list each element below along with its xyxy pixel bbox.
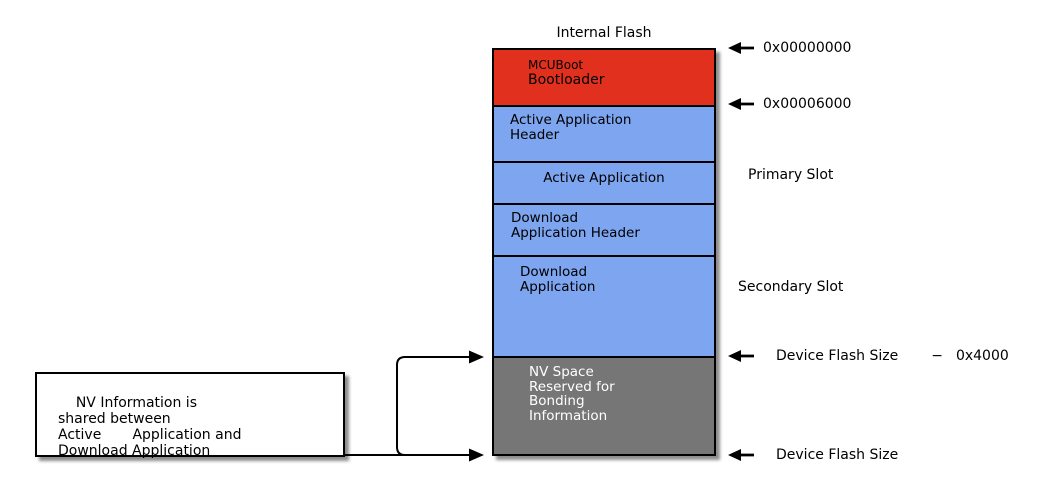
left-arrow-icon: [728, 350, 754, 362]
nv-note-box: NV Information is shared between Active …: [35, 372, 345, 459]
address-label: Device Flash Size: [776, 447, 899, 463]
section-label: Bootloader: [528, 72, 605, 88]
minus-operator: −: [931, 348, 943, 364]
section-mcuboot-bootloader: MCUBoot Bootloader: [494, 50, 714, 105]
section-label: Application: [520, 279, 596, 295]
section-active-application: Active Application: [494, 161, 714, 203]
offset-value: 0x4000: [955, 348, 1009, 364]
slot-label: Secondary Slot: [738, 279, 844, 295]
section-label: NV Space: [529, 364, 594, 380]
left-arrow-icon: [728, 98, 754, 110]
nv-note-text: NV Information is shared between Active …: [58, 395, 242, 459]
section-label: Information: [529, 407, 608, 424]
section-label: Application Header: [511, 225, 640, 241]
annotation-device-flash-size: Device Flash Size: [728, 445, 898, 465]
left-arrow-icon: [728, 42, 754, 54]
diagram-title: Internal Flash: [556, 25, 652, 41]
annotation-addr-0x00006000: 0x00006000: [728, 94, 851, 114]
annotation-device-flash-size-minus-0x4000: Device Flash Size − 0x4000: [728, 346, 1009, 366]
address-label: 0x00000000: [763, 40, 852, 56]
annotation-secondary-slot: Secondary Slot: [738, 277, 843, 297]
flash-memory-map: MCUBoot Bootloader Active Application He…: [492, 48, 716, 456]
connector-bracket-line: [396, 356, 469, 456]
right-arrowhead-icon: [469, 448, 484, 462]
annotation-addr-0x00000000: 0x00000000: [728, 38, 851, 58]
address-label: Device Flash Size: [776, 348, 899, 364]
address-label: 0x00006000: [763, 96, 852, 112]
section-label: MCUBoot: [528, 58, 584, 72]
annotation-primary-slot: Primary Slot: [748, 165, 833, 185]
section-label: Bonding: [529, 393, 585, 409]
left-arrow-icon: [728, 449, 754, 461]
section-label: Active Application: [543, 170, 665, 186]
section-active-application-header: Active Application Header: [494, 105, 714, 161]
section-download-application: Download Application: [494, 255, 714, 356]
section-label: Header: [510, 127, 560, 143]
section-label: Active Application: [510, 112, 632, 128]
section-label: Download: [511, 210, 579, 226]
section-download-application-header: Download Application Header: [494, 203, 714, 255]
section-label: Download: [520, 264, 588, 280]
slot-label: Primary Slot: [748, 167, 834, 183]
right-arrowhead-icon: [469, 350, 484, 364]
section-label: Reserved for: [529, 378, 615, 395]
section-nv-space: NV Space Reserved for Bonding Informatio…: [494, 356, 714, 454]
